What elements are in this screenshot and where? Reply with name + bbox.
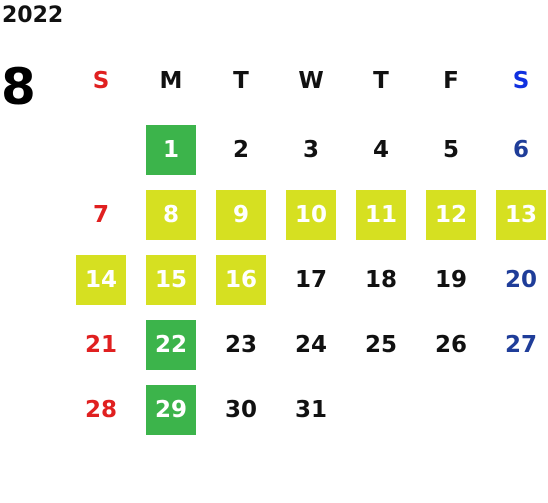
- day-cell: 20: [504, 267, 537, 293]
- day-cell: 2: [232, 137, 249, 163]
- weekday-header: S: [92, 68, 110, 94]
- day-cell: 7: [92, 202, 109, 228]
- day-cell: 6: [512, 137, 529, 163]
- weekday-header: S: [512, 68, 530, 94]
- weekday-header: F: [443, 68, 459, 94]
- day-cell: 23: [224, 332, 257, 358]
- day-cell: 12: [426, 190, 476, 240]
- day-cell: 22: [146, 320, 196, 370]
- day-cell: 19: [434, 267, 467, 293]
- day-cell: 10: [286, 190, 336, 240]
- day-cell: 3: [302, 137, 319, 163]
- day-cell: 26: [434, 332, 467, 358]
- day-cell: 21: [84, 332, 117, 358]
- day-cell: 4: [372, 137, 389, 163]
- weekday-header: W: [298, 68, 324, 94]
- day-cell: 29: [146, 385, 196, 435]
- day-cell: 14: [76, 255, 126, 305]
- day-cell: 9: [216, 190, 266, 240]
- day-cell: 11: [356, 190, 406, 240]
- weekday-header: M: [159, 68, 183, 94]
- day-cell: 13: [496, 190, 546, 240]
- day-cell: 1: [146, 125, 196, 175]
- day-cell: 18: [364, 267, 397, 293]
- calendar-month: 8: [1, 58, 36, 116]
- weekday-header: T: [233, 68, 249, 94]
- day-cell: 24: [294, 332, 327, 358]
- day-cell: 28: [84, 397, 117, 423]
- day-cell: 25: [364, 332, 397, 358]
- day-cell: 27: [504, 332, 537, 358]
- weekday-header: T: [373, 68, 389, 94]
- day-cell: 17: [294, 267, 327, 293]
- day-cell: 5: [442, 137, 459, 163]
- day-cell: 16: [216, 255, 266, 305]
- day-cell: 30: [224, 397, 257, 423]
- day-cell: 15: [146, 255, 196, 305]
- day-cell: 31: [294, 397, 327, 423]
- calendar-year: 2022: [2, 3, 64, 28]
- day-cell: 8: [146, 190, 196, 240]
